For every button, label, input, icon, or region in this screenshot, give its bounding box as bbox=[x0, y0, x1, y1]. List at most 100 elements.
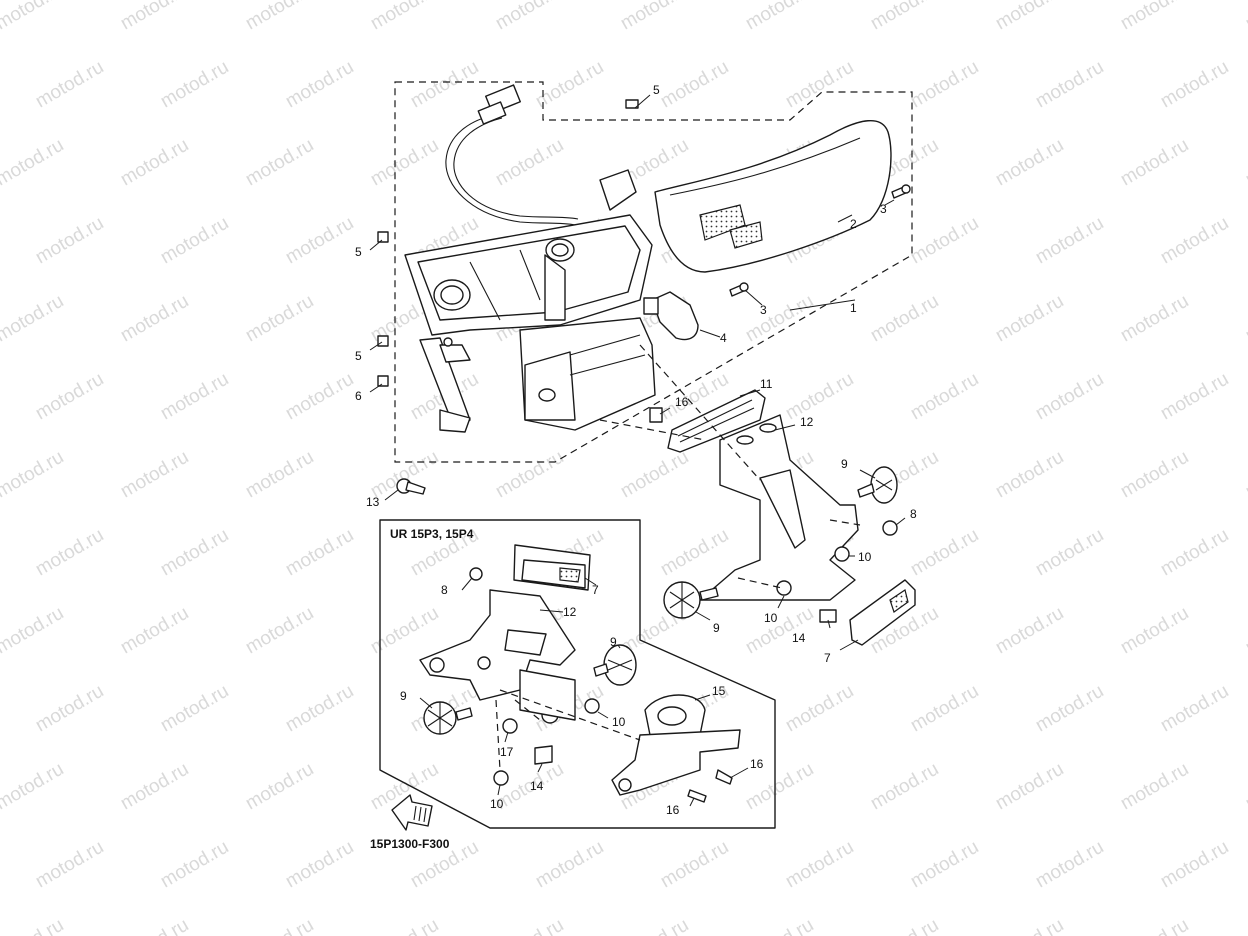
watermark-text: motod.ru bbox=[117, 915, 192, 936]
watermark-text: motod.ru bbox=[0, 603, 67, 659]
watermark-text: motod.ru bbox=[1032, 525, 1107, 581]
watermark-text: motod.ru bbox=[992, 291, 1067, 347]
watermark-text: motod.ru bbox=[367, 0, 442, 34]
watermark-text: motod.ru bbox=[1032, 369, 1107, 425]
inset-title: UR 15P3, 15P4 bbox=[390, 527, 474, 541]
callout-12: 12 bbox=[800, 415, 814, 429]
watermark-text: motod.ru bbox=[1032, 681, 1107, 737]
callout-numbers: 5 1 2 3 3 4 5 5 6 13 16 11 12 9 8 10 10 … bbox=[355, 83, 917, 817]
watermark-text: motod.ru bbox=[407, 57, 482, 113]
watermark-text: motod.ru bbox=[242, 447, 317, 503]
watermark-text: motod.ru bbox=[907, 837, 982, 893]
watermark-text: motod.ru bbox=[0, 135, 67, 191]
watermark-text: motod.ru bbox=[742, 0, 817, 34]
watermark-text: motod.ru bbox=[867, 0, 942, 34]
watermark-text: motod.ru bbox=[157, 525, 232, 581]
reflector-right bbox=[857, 466, 898, 504]
callout-13: 13 bbox=[366, 495, 380, 509]
watermark-text: motod.ru bbox=[742, 915, 817, 936]
callout-15: 15 bbox=[712, 684, 726, 698]
watermark-text: motod.ru bbox=[282, 57, 357, 113]
watermark-text: motod.ru bbox=[282, 837, 357, 893]
watermark-text: motod.ru bbox=[1032, 213, 1107, 269]
tail-light-housing bbox=[404, 169, 653, 336]
callout-7: 7 bbox=[824, 651, 831, 665]
screw-3a bbox=[891, 184, 911, 199]
watermark-text: motod.ru bbox=[157, 57, 232, 113]
watermark-text: motod.ru bbox=[1157, 837, 1232, 893]
callout-5: 5 bbox=[653, 83, 660, 97]
watermark-text: motod.ru bbox=[1157, 681, 1232, 737]
watermark-text: motod.ru bbox=[1157, 213, 1232, 269]
watermark-text: motod.ru bbox=[532, 837, 607, 893]
reflector-left bbox=[663, 581, 719, 619]
side-reflector-main bbox=[849, 579, 916, 646]
watermark-text: motod.ru bbox=[0, 291, 67, 347]
watermark-text: motod.ru bbox=[117, 0, 192, 34]
front-direction-arrow bbox=[391, 794, 433, 831]
callout-10: 10 bbox=[858, 550, 872, 564]
watermark-text: motod.ru bbox=[242, 0, 317, 34]
watermark-text: motod.ru bbox=[992, 135, 1067, 191]
watermark-text: motod.ru bbox=[32, 837, 107, 893]
tail-light-lens bbox=[654, 119, 892, 273]
watermark-text: motod.ru bbox=[992, 915, 1067, 936]
watermark-text: motod.ru bbox=[492, 0, 567, 34]
watermark-text: motod.ru bbox=[782, 57, 857, 113]
watermark-text: motod.ru bbox=[1242, 135, 1248, 191]
watermark-text: motod.ru bbox=[907, 525, 982, 581]
watermark-text: motod.ru bbox=[742, 291, 817, 347]
watermark-text: motod.ru bbox=[1117, 291, 1192, 347]
callout-5: 5 bbox=[355, 245, 362, 259]
watermark-text: motod.ru bbox=[907, 213, 982, 269]
watermark-text: motod.ru bbox=[1157, 525, 1232, 581]
watermark-text: motod.ru bbox=[1242, 759, 1248, 815]
watermark-text: motod.ru bbox=[492, 447, 567, 503]
watermark-text: motod.ru bbox=[367, 603, 442, 659]
watermark-text: motod.ru bbox=[907, 57, 982, 113]
watermark-text: motod.ru bbox=[492, 915, 567, 936]
inset-license-lamp bbox=[611, 694, 741, 803]
screw-3b bbox=[729, 282, 749, 297]
leader-lines bbox=[369, 94, 906, 807]
figure-code: 15P1300-F300 bbox=[370, 837, 450, 851]
callout-12: 12 bbox=[563, 605, 577, 619]
callout-8: 8 bbox=[441, 583, 448, 597]
watermark-text: motod.ru bbox=[0, 447, 67, 503]
watermark-text: motod.ru bbox=[992, 447, 1067, 503]
inset-side-reflector bbox=[513, 544, 591, 591]
watermark-text: motod.ru bbox=[242, 291, 317, 347]
callout-9: 9 bbox=[610, 635, 617, 649]
callout-3: 3 bbox=[760, 303, 767, 317]
watermark-text: motod.ru bbox=[867, 291, 942, 347]
watermark-text: motod.ru bbox=[1242, 0, 1248, 34]
screw-13 bbox=[396, 478, 426, 495]
watermark-text: motod.ru bbox=[617, 915, 692, 936]
watermark-text: motod.ru bbox=[617, 447, 692, 503]
watermark-text: motod.ru bbox=[657, 57, 732, 113]
watermark-text: motod.ru bbox=[1117, 0, 1192, 34]
watermark-text: motod.ru bbox=[117, 603, 192, 659]
callout-11: 11 bbox=[760, 377, 773, 391]
watermark-text: motod.ru bbox=[367, 915, 442, 936]
watermark-text: motod.ru bbox=[1242, 915, 1248, 936]
watermark-text: motod.ru bbox=[742, 603, 817, 659]
inset-nuts bbox=[469, 567, 600, 786]
wire-harness bbox=[445, 114, 576, 226]
callout-10: 10 bbox=[612, 715, 626, 729]
watermark-text: motod.ru bbox=[657, 525, 732, 581]
watermark-text: motod.ru bbox=[1242, 447, 1248, 503]
watermark-text: motod.ru bbox=[1117, 135, 1192, 191]
callout-10: 10 bbox=[764, 611, 778, 625]
watermark-text: motod.ru bbox=[1157, 57, 1232, 113]
watermark-text: motod.ru bbox=[242, 135, 317, 191]
tail-light-bracket bbox=[419, 317, 656, 433]
inset-reflector-right bbox=[593, 644, 637, 686]
watermark-text: motod.ru bbox=[32, 213, 107, 269]
watermark-text: motod.ru bbox=[157, 213, 232, 269]
watermark-text: motod.ru bbox=[282, 681, 357, 737]
watermark-text: motod.ru bbox=[242, 759, 317, 815]
watermark-text: motod.ru bbox=[867, 759, 942, 815]
